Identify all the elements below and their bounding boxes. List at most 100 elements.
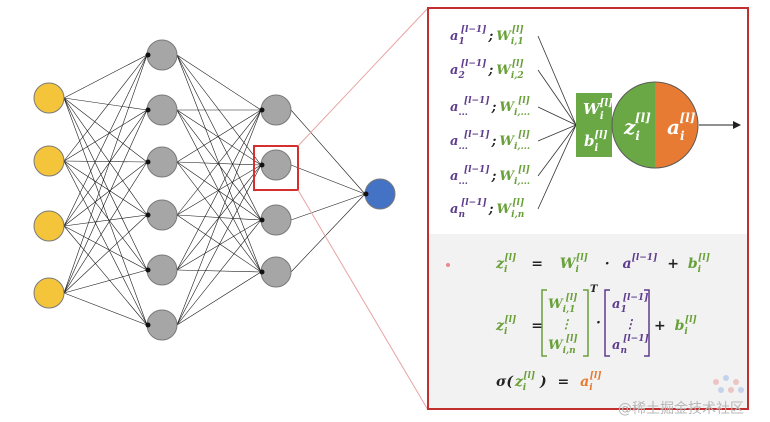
neuron-layer2-1 xyxy=(146,39,178,71)
connection-edge xyxy=(176,54,262,111)
connection-edge xyxy=(63,109,148,162)
a-vector-bottom: an[l−1] xyxy=(612,334,649,356)
connection-edge xyxy=(63,225,148,271)
input-labels: a1[l−1];Wi,1[l] a2[l−1];Wi,2[l] a...[l−1];… xyxy=(450,25,530,220)
connection-edge xyxy=(290,109,366,195)
input-label-3: a...[l−1];Wi,...[l] xyxy=(450,96,530,118)
input-connection-line xyxy=(537,69,577,126)
connection-edge xyxy=(176,109,262,271)
watermark-logo xyxy=(713,375,744,393)
input-label-4: a...[l−1];Wi,...[l] xyxy=(450,130,530,152)
formula2-bias: + bi[l] xyxy=(654,315,697,337)
neuron-layer3-1 xyxy=(260,94,292,126)
neuron-layer2-5 xyxy=(146,254,178,286)
connection-edge xyxy=(63,292,148,326)
neuron-input-dot xyxy=(259,269,265,275)
connection-edge xyxy=(63,160,148,271)
connection-edge xyxy=(176,109,262,326)
neuron-input-dot xyxy=(259,107,265,113)
neuron-layer2-3 xyxy=(146,146,178,178)
connection-edge xyxy=(176,161,262,166)
neuron-input-dot xyxy=(145,52,151,58)
connection-edge xyxy=(290,193,366,221)
connection-edge xyxy=(176,109,262,221)
w-matrix-left-bracket xyxy=(541,289,547,357)
neuron-layer1-2 xyxy=(33,145,65,177)
connection-edge xyxy=(63,214,148,294)
connection-edge xyxy=(290,193,366,273)
input-connection-line xyxy=(537,124,577,210)
input-label-2: a2[l−1];Wi,2[l] xyxy=(450,59,524,81)
connection-edge xyxy=(63,54,148,162)
formula2-lhs: zi[l] = xyxy=(495,310,543,337)
w-matrix-top: Wi,1[l] xyxy=(548,293,577,315)
connection-edge xyxy=(63,54,148,227)
connection-edge xyxy=(63,97,148,111)
connection-edge xyxy=(63,54,148,99)
neuron-layer2-4 xyxy=(146,199,178,231)
input-connection-line xyxy=(537,124,577,142)
connection-edge xyxy=(63,160,148,216)
zoom-line-bottom xyxy=(297,189,429,411)
neuron-split-circle: zi[l] ai[l] xyxy=(611,81,699,169)
connection-edge xyxy=(63,160,148,163)
connection-edge xyxy=(176,269,262,273)
connection-edge xyxy=(63,97,148,163)
formula-linear: zi[l] = Wi[l] · a[l−1] + bi[l] xyxy=(495,248,710,275)
input-lines xyxy=(537,35,577,210)
neuron-input-dot xyxy=(259,217,265,223)
input-label-1: a1[l−1];Wi,1[l] xyxy=(450,25,524,47)
connection-edge xyxy=(63,97,148,326)
a-vector-dots: ⋮ xyxy=(624,317,636,331)
neuron-detail-panel: a1[l−1];Wi,1[l] a2[l−1];Wi,2[l] a...[l−1];… xyxy=(427,7,749,410)
w-matrix-dots: ⋮ xyxy=(560,317,572,331)
connection-edge xyxy=(63,225,148,326)
input-label-6: an[l−1];Wi,n[l] xyxy=(450,198,524,220)
connection-edge xyxy=(176,161,262,221)
params-weight-symbol: Wi[l] xyxy=(583,98,613,122)
zoom-line-top xyxy=(297,7,429,147)
neuron-z-symbol: zi[l] xyxy=(623,111,651,143)
connection-edge xyxy=(176,109,262,166)
connection-edge xyxy=(176,219,262,326)
connection-edge xyxy=(176,164,262,326)
highlighted-neuron-box xyxy=(253,145,299,191)
weights-bias-box xyxy=(576,93,612,157)
cursor-dot xyxy=(446,263,450,267)
neuron-input-dot xyxy=(145,267,151,273)
neural-network xyxy=(33,39,396,341)
connection-edge xyxy=(63,214,148,227)
formula2-dot: · xyxy=(596,315,601,331)
neuron-z-half xyxy=(612,82,655,168)
network-neurons xyxy=(33,39,396,341)
neuron-layer2-2 xyxy=(146,94,178,126)
neuron-input-dot xyxy=(145,159,151,165)
connection-edge xyxy=(63,161,148,294)
formula-activation: σ( zi[l] ) = ai[l] xyxy=(496,371,602,393)
neuron-layer1-1 xyxy=(33,82,65,114)
connection-edge xyxy=(176,271,262,326)
network-connections xyxy=(63,54,366,326)
formula-vector: zi[l] = Wi,1[l] ⋮ Wi,n[l] T · a1[l−1] ⋮ xyxy=(495,284,697,357)
connection-edge xyxy=(290,164,366,195)
a-vector-left-bracket xyxy=(604,289,610,357)
neuron-input-dot xyxy=(259,162,265,168)
params-bias-symbol: bi[l] xyxy=(584,130,608,154)
a-vector-top: a1[l−1] xyxy=(612,293,648,315)
watermark-text: @稀土掘金技术社区 xyxy=(618,401,744,417)
neuron-layer1-3 xyxy=(33,210,65,242)
connection-edge xyxy=(63,269,148,294)
connection-edge xyxy=(63,97,148,216)
input-label-5: a...[l−1];Wi,...[l] xyxy=(450,165,530,187)
neuron-input-dot xyxy=(363,191,369,197)
connection-edge xyxy=(63,109,148,227)
formula1-text: zi[l] = Wi[l] · a[l−1] + bi[l] xyxy=(495,248,710,275)
neuron-layer2-6 xyxy=(146,309,178,341)
w-matrix-right-bracket xyxy=(583,289,589,357)
connection-edge xyxy=(63,160,148,326)
input-connection-line xyxy=(537,124,577,177)
connection-edge xyxy=(63,97,148,271)
w-matrix-bottom: Wi,n[l] xyxy=(548,334,578,356)
neuron-a-half xyxy=(655,82,698,168)
